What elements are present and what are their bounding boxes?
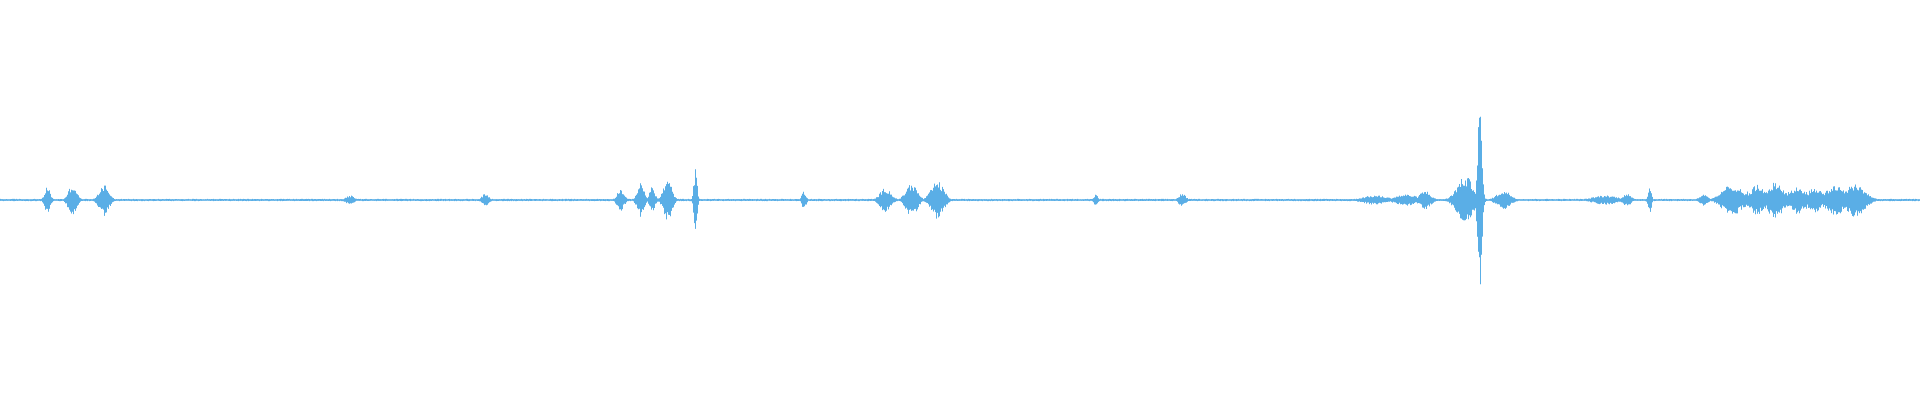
waveform-signal [0,116,1920,285]
